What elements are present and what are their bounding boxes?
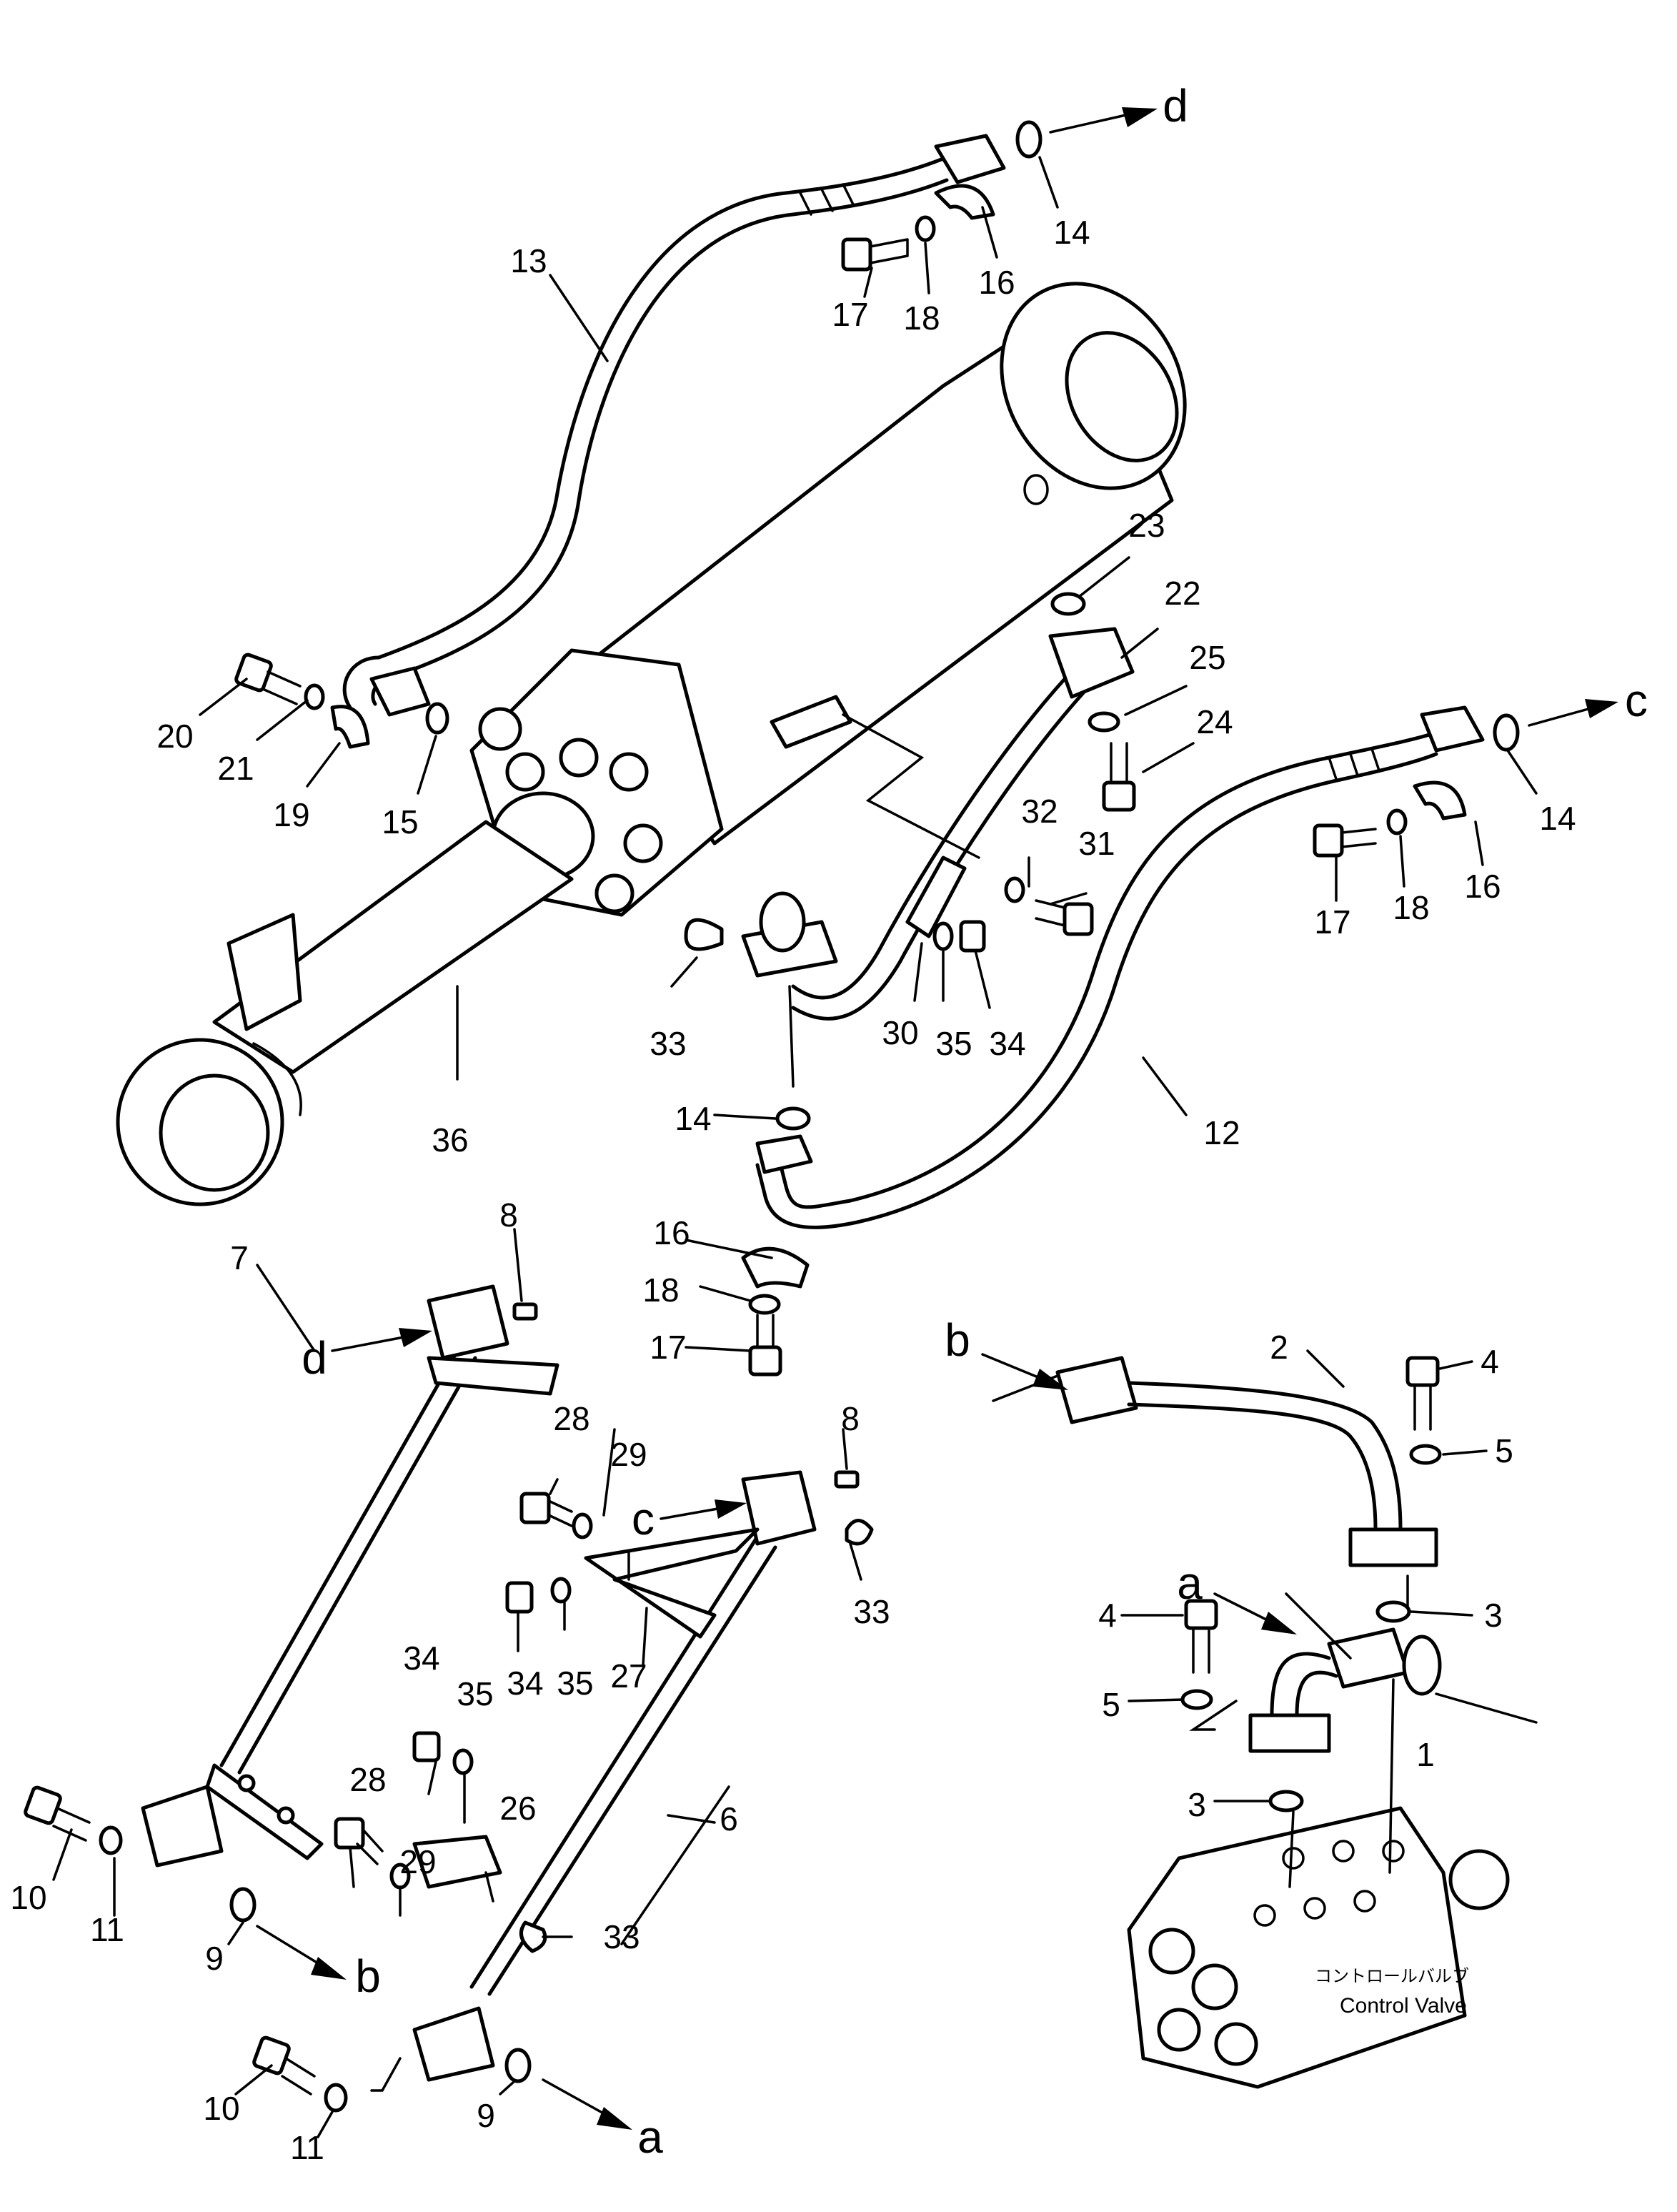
label-part-21: 21 <box>217 750 254 787</box>
hose-13 <box>342 134 1006 717</box>
label-part-31: 31 <box>1078 825 1115 862</box>
connector-label-a-bottom: a <box>637 2111 663 2163</box>
tube-1 <box>1248 1627 1442 1753</box>
label-part-19: 19 <box>273 796 310 833</box>
control-valve-label-jp: コントロールバルブ <box>1315 1966 1469 1986</box>
connector-label-b-bottom: b <box>355 1950 381 2002</box>
label-part-14c: 14 <box>675 1100 712 1137</box>
label-part-18a: 18 <box>903 299 940 337</box>
label-part-34c: 34 <box>403 1640 440 1677</box>
connector-label-a-right: a <box>1177 1557 1203 1609</box>
label-part-18c: 18 <box>642 1271 680 1309</box>
label-part-22: 22 <box>1164 575 1201 612</box>
label-part-11b: 11 <box>290 2129 324 2166</box>
label-part-4a: 4 <box>1481 1343 1499 1380</box>
o-rings <box>229 120 1520 2083</box>
bracket-27 <box>584 1527 760 1639</box>
bracket-30 <box>905 855 967 938</box>
label-part-36: 36 <box>432 1121 469 1159</box>
connector-label-b-right: b <box>945 1314 970 1366</box>
label-part-18b: 18 <box>1393 889 1430 926</box>
label-part-35b: 35 <box>557 1665 594 1702</box>
fasteners <box>24 184 1467 2113</box>
label-part-24: 24 <box>1196 703 1233 740</box>
label-part-1: 1 <box>1416 1736 1435 1773</box>
connector-label-d-left: d <box>302 1332 327 1384</box>
boom-cylinder <box>116 282 1187 1206</box>
label-part-17b: 17 <box>1314 903 1351 941</box>
label-part-15: 15 <box>382 803 419 840</box>
label-part-3a: 3 <box>1484 1597 1503 1634</box>
label-part-28a: 28 <box>553 1400 590 1437</box>
label-part-10b: 10 <box>203 2090 240 2127</box>
label-part-14b: 14 <box>1539 800 1576 837</box>
label-part-7: 7 <box>230 1239 249 1276</box>
connector-label-c-mid: c <box>632 1493 655 1544</box>
label-part-34a: 34 <box>989 1025 1026 1062</box>
hose-12 <box>755 705 1485 1229</box>
label-part-33c: 33 <box>603 1918 640 1955</box>
tube-7 <box>141 1284 559 1868</box>
label-part-5b: 5 <box>1102 1686 1120 1723</box>
label-part-16c: 16 <box>653 1214 690 1251</box>
label-part-29a: 29 <box>610 1436 647 1473</box>
label-part-2: 2 <box>1270 1329 1288 1366</box>
bracket-26 <box>412 1835 502 1889</box>
label-part-35a: 35 <box>935 1025 972 1062</box>
label-part-34b: 34 <box>507 1665 544 1702</box>
label-part-23: 23 <box>1128 507 1165 544</box>
control-valve <box>1127 1806 1510 2089</box>
label-part-12: 12 <box>1203 1114 1240 1151</box>
label-part-16b: 16 <box>1464 868 1501 905</box>
label-part-27: 27 <box>610 1657 647 1695</box>
label-part-11a: 11 <box>90 1911 124 1948</box>
label-part-32: 32 <box>1021 793 1058 830</box>
label-part-33b: 33 <box>853 1593 890 1630</box>
label-part-26: 26 <box>499 1790 537 1827</box>
label-part-30: 30 <box>882 1014 919 1051</box>
connection-arrows <box>256 107 1618 2130</box>
tube-2 <box>1055 1356 1438 1567</box>
label-part-28b: 28 <box>349 1761 387 1798</box>
leader-lines <box>52 156 1538 2138</box>
label-part-10a: 10 <box>10 1879 47 1916</box>
label-part-35c: 35 <box>457 1675 494 1712</box>
connector-label-d-top: d <box>1163 80 1188 132</box>
label-part-8a: 8 <box>499 1196 518 1234</box>
label-part-14a: 14 <box>1053 214 1090 251</box>
label-part-8b: 8 <box>841 1400 860 1437</box>
label-part-33a: 33 <box>650 1025 687 1062</box>
control-valve-label-en: Control Valve <box>1340 1994 1467 2018</box>
label-part-25: 25 <box>1189 639 1226 676</box>
label-part-29b: 29 <box>399 1843 437 1880</box>
label-part-9a: 9 <box>205 1940 224 1977</box>
label-part-6: 6 <box>720 1800 738 1837</box>
label-part-5a: 5 <box>1495 1432 1513 1469</box>
label-part-4b: 4 <box>1098 1597 1117 1634</box>
label-part-17a: 17 <box>832 296 869 333</box>
label-part-17c: 17 <box>650 1329 687 1366</box>
connector-label-c-top: c <box>1625 675 1648 726</box>
label-part-16a: 16 <box>978 264 1015 301</box>
label-part-3b: 3 <box>1188 1786 1206 1823</box>
label-part-13: 13 <box>510 242 547 279</box>
label-part-9b: 9 <box>477 2097 495 2134</box>
label-part-20: 20 <box>156 718 194 755</box>
